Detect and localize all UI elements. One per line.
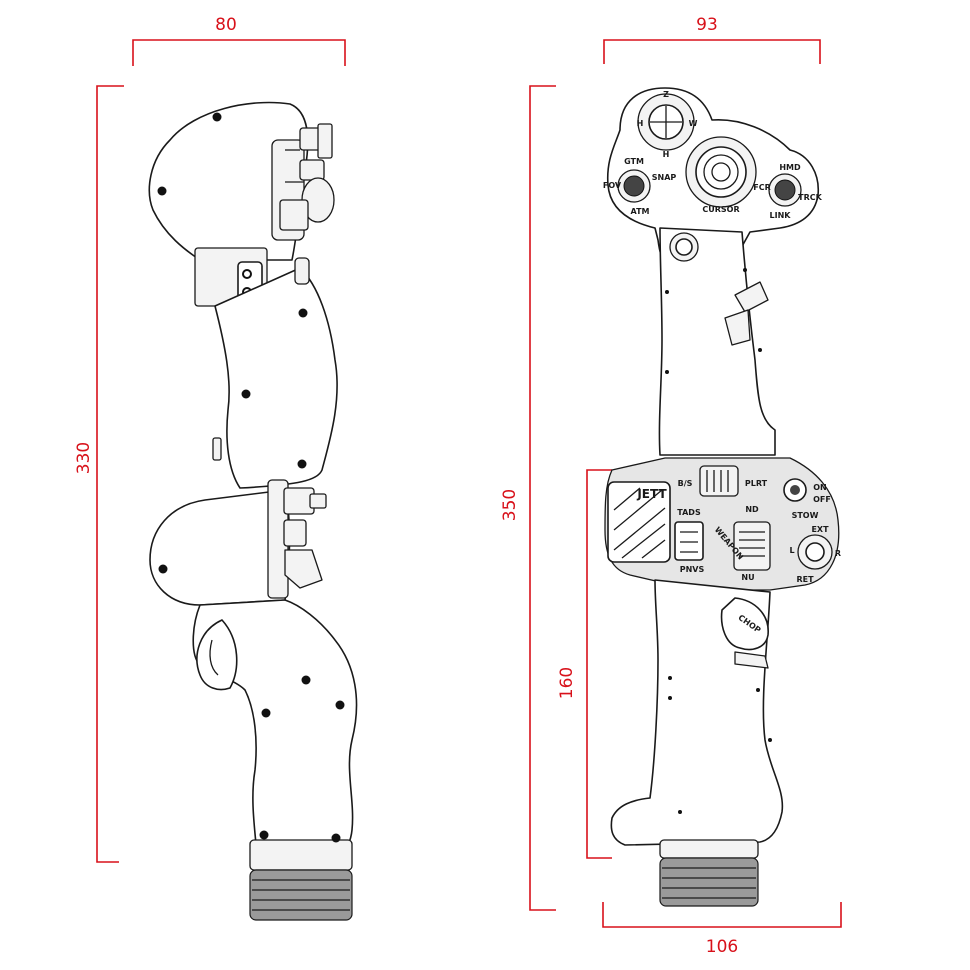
front-plrt-switch[interactable]: B/S PLRT xyxy=(678,465,768,497)
label-tads: TADS xyxy=(677,508,701,517)
label-link: LINK xyxy=(770,211,792,220)
side-lower-switch-cluster xyxy=(267,479,327,599)
dim-front-height-label: 350 xyxy=(500,489,520,521)
side-knurled-ring xyxy=(249,869,353,921)
dim-front-base-width-label: 106 xyxy=(706,937,738,957)
front-knurled-ring xyxy=(659,857,759,907)
hat-label-right: W xyxy=(689,119,698,128)
dimension-side-width: 80 xyxy=(132,15,346,66)
hat-label-bottom: H xyxy=(663,150,670,159)
label-stow: STOW xyxy=(792,511,819,520)
side-shaft-rib xyxy=(212,437,222,461)
label-pnvs: PNVS xyxy=(680,565,705,574)
label-fov: FOV xyxy=(603,181,622,190)
front-hat-switch[interactable]: Z H W H xyxy=(637,90,698,159)
label-fcr: FCR xyxy=(753,183,771,192)
label-r: R xyxy=(835,549,841,558)
side-view-stick xyxy=(148,101,358,921)
front-left-4way-switch[interactable]: GTM FOV ATM SNAP xyxy=(603,157,677,216)
dim-side-width-label: 80 xyxy=(215,15,237,35)
label-nd: ND xyxy=(745,505,759,514)
label-nu: NU xyxy=(741,573,754,582)
front-shaft xyxy=(658,227,776,456)
front-view-stick: Z H W H GTM FOV ATM SNAP CURSOR HMD xyxy=(603,87,841,907)
label-l: L xyxy=(789,546,794,555)
front-tads-pnvs-switch[interactable]: TADS PNVS xyxy=(674,508,705,574)
dimension-front-base-width: 106 xyxy=(602,902,842,957)
front-grip-dots xyxy=(668,676,772,814)
front-side-lever[interactable] xyxy=(724,281,769,346)
label-atm: ATM xyxy=(631,207,650,216)
front-knurl-texture xyxy=(662,867,756,899)
front-chop-lever[interactable]: CHOP xyxy=(720,597,769,669)
label-snap: SNAP xyxy=(652,173,677,182)
hat-label-top: Z xyxy=(663,90,669,99)
dimension-front-top-width: 93 xyxy=(603,15,821,64)
label-ext: EXT xyxy=(811,525,829,534)
side-latch-screw-top xyxy=(242,269,252,279)
label-gtm: GTM xyxy=(624,157,644,166)
side-screw-dots xyxy=(157,112,345,843)
label-ret: RET xyxy=(796,575,814,584)
side-base-cap xyxy=(249,839,353,871)
side-knurl-texture xyxy=(252,879,350,911)
dimension-front-lower-height: 160 xyxy=(557,469,612,859)
dim-front-top-width-label: 93 xyxy=(696,15,718,35)
label-hmd: HMD xyxy=(779,163,801,172)
label-cursor: CURSOR xyxy=(702,205,739,214)
front-cursor-pad[interactable]: CURSOR xyxy=(685,136,757,214)
dim-side-height-label: 330 xyxy=(74,442,94,474)
label-bs: B/S xyxy=(678,479,693,488)
front-ext-ret-knob[interactable]: EXT L R RET xyxy=(789,525,841,584)
dim-front-lower-height-label: 160 xyxy=(557,667,577,699)
front-right-4way-switch[interactable]: HMD FCR TRCK LINK xyxy=(753,163,822,220)
front-jett-guard[interactable]: JETT xyxy=(607,481,671,563)
front-center-pushbutton[interactable] xyxy=(669,232,699,262)
label-off: OFF xyxy=(813,495,831,504)
front-onoff-knob[interactable]: ON OFF STOW xyxy=(783,478,831,520)
front-shaft-dots xyxy=(665,268,762,374)
label-on: ON xyxy=(813,483,827,492)
dimension-front-height: 350 xyxy=(500,85,556,911)
front-base-cap xyxy=(659,839,759,859)
hat-label-left: H xyxy=(637,119,644,128)
side-mid-shaft xyxy=(214,267,338,489)
side-shaft-button xyxy=(294,257,310,285)
label-plrt: PLRT xyxy=(745,479,768,488)
label-trck: TRCK xyxy=(798,193,822,202)
side-upper-switch-cluster xyxy=(271,123,335,241)
side-trigger xyxy=(196,619,238,691)
dimension-side-height: 330 xyxy=(74,85,124,863)
label-jett: JETT xyxy=(636,487,667,501)
